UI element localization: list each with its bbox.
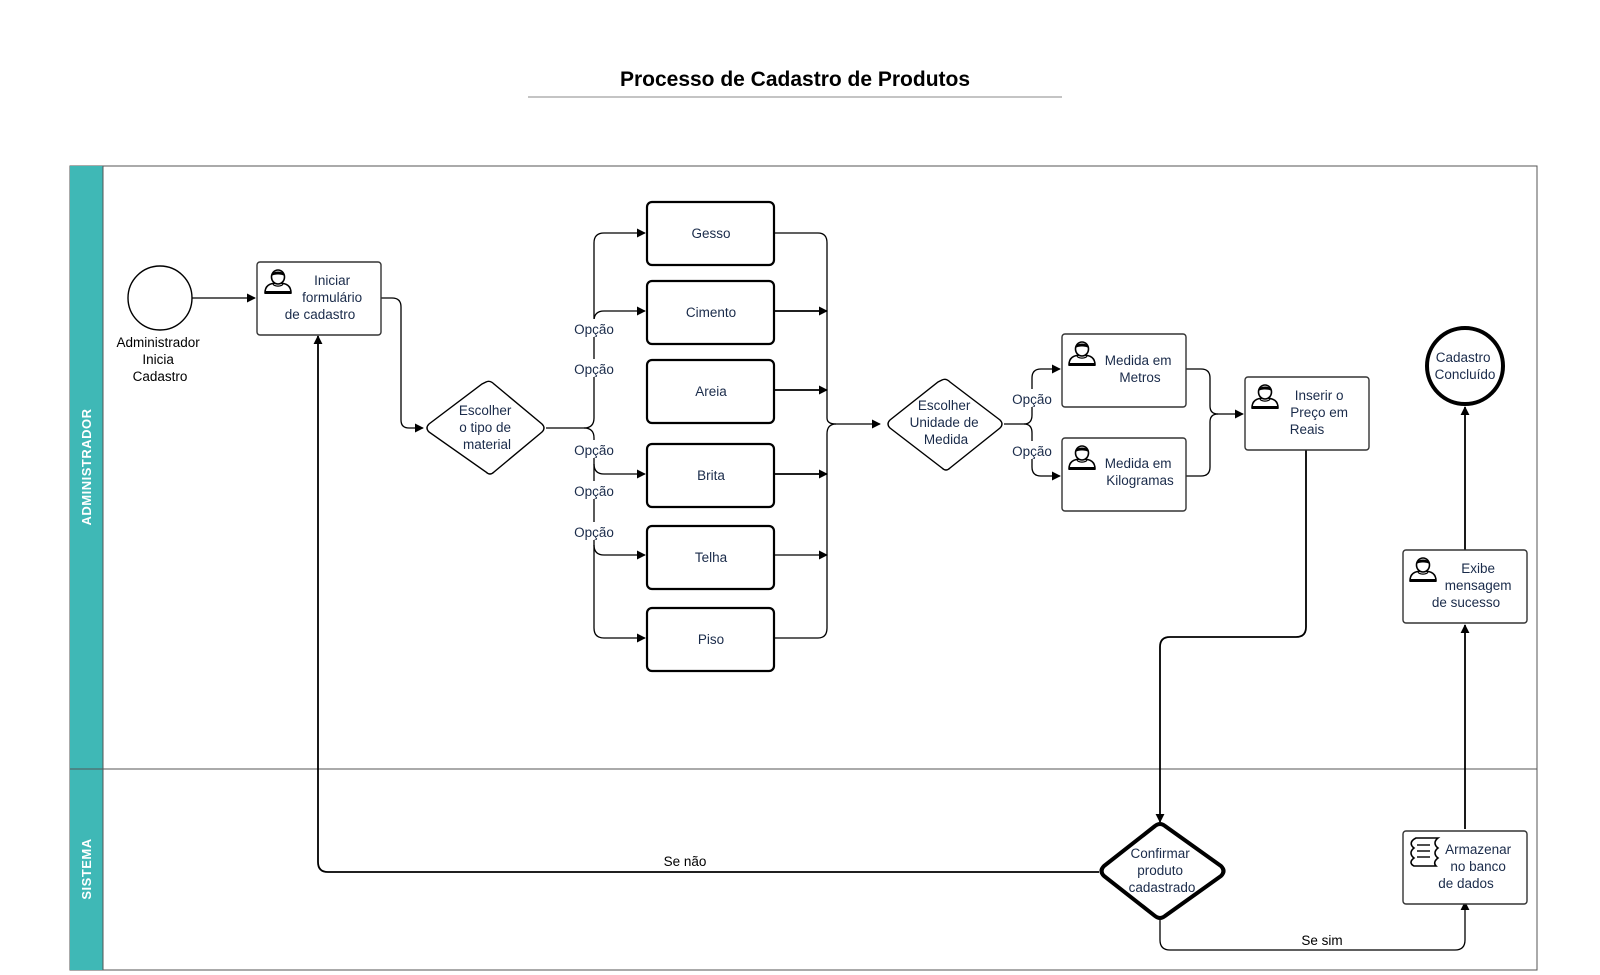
lane-label-administrador: ADMINISTRADOR: [79, 408, 94, 525]
task-label-line: de sucesso: [1432, 595, 1500, 610]
start-event: Administrador Inicia Cadastro: [116, 265, 203, 384]
task-label: Cimento: [686, 305, 736, 320]
task-areia[interactable]: Areia: [645, 358, 776, 425]
lane-header-administrador: [70, 166, 103, 769]
svg-text:Administrador Inicia: Administrador Inicia Cadastro: [116, 335, 203, 384]
gateway-label-line: Confirmar: [1130, 846, 1190, 861]
task-inserir-preco[interactable]: Inserir o Preço em Reais: [1244, 376, 1370, 451]
gateway-label-line: o tipo de: [459, 420, 511, 435]
task-cimento[interactable]: Cimento: [645, 279, 776, 346]
task-label-line: Preço em: [1290, 405, 1348, 420]
task-label-line: Reais: [1290, 422, 1325, 437]
end-event-cadastro-concluido: Cadastro Concluído: [1425, 326, 1505, 406]
task-exibe-mensagem[interactable]: Exibe mensagem de sucesso: [1402, 549, 1528, 624]
task-label-line: Exibe: [1461, 561, 1495, 576]
edge-label-se-sim: Se sim: [1301, 933, 1342, 948]
gateway-escolher-material[interactable]: Escolher o tipo de material: [426, 380, 545, 475]
start-label-line: Cadastro: [133, 369, 188, 384]
flows: [192, 228, 1470, 951]
edge-label-opcao: Opção: [574, 443, 614, 458]
task-label-line: formulário: [302, 290, 362, 305]
task-piso[interactable]: Piso: [645, 606, 776, 673]
svg-text:Escolher o tipo de: Escolher o tipo de material: [459, 403, 515, 452]
svg-text:Medida em Metros: Medida em Metros: [1105, 353, 1176, 385]
start-label-line: Administrador: [116, 335, 200, 350]
gateway-label-line: cadastrado: [1129, 880, 1196, 895]
task-label-line: Medida em: [1105, 456, 1172, 471]
svg-text:Medida em Kilogramas: Medida em Kilogramas: [1105, 456, 1176, 488]
edge-label-opcao: Opção: [1012, 392, 1052, 407]
edge-labels: Opção Opção Opção Opção Opção Opção Opçã…: [572, 319, 1343, 948]
task-medida-kilogramas[interactable]: Medida em Kilogramas: [1061, 437, 1187, 512]
task-label-line: Inserir o: [1295, 388, 1344, 403]
svg-text:Cadastro Concluído: Cadastro Concluído: [1435, 350, 1496, 382]
svg-text:Escolher Unidade de: Escolher Unidade de Medida: [910, 398, 983, 447]
edge-label-opcao: Opção: [574, 322, 614, 337]
task-label-line: de cadastro: [285, 307, 356, 322]
task-label-line: Iniciar: [314, 273, 351, 288]
task-label-line: mensagem: [1445, 578, 1512, 593]
gateway-label-line: Unidade de: [910, 415, 979, 430]
gateway-escolher-unidade[interactable]: Escolher Unidade de Medida: [887, 378, 1003, 471]
edge-label-opcao: Opção: [574, 362, 614, 377]
script-icon: [1410, 837, 1439, 867]
task-label: Areia: [695, 384, 727, 399]
task-brita[interactable]: Brita: [645, 442, 776, 509]
gateway-label-line: material: [463, 437, 511, 452]
task-telha[interactable]: Telha: [645, 524, 776, 591]
svg-text:Confirmar produto: Confirmar produto cadastrado: [1129, 846, 1196, 895]
svg-text:Iniciar formulário: Iniciar formulário de cadastro: [285, 273, 366, 322]
svg-text:Armazenar no banco: Armazenar no banco de dados: [1438, 842, 1515, 891]
task-medida-metros[interactable]: Medida em Metros: [1061, 333, 1187, 408]
task-label-line: no banco: [1450, 859, 1506, 874]
end-label-line: Concluído: [1435, 367, 1496, 382]
gateway-label-line: Escolher: [459, 403, 512, 418]
edge-label-opcao: Opção: [574, 525, 614, 540]
task-label: Gesso: [691, 226, 730, 241]
edge-label-opcao: Opção: [574, 484, 614, 499]
task-label-line: Medida em: [1105, 353, 1172, 368]
end-label-line: Cadastro: [1436, 350, 1491, 365]
gateway-confirmar-produto[interactable]: Confirmar produto cadastrado: [1099, 822, 1226, 920]
svg-text:Exibe mensagem de: Exibe mensagem de sucesso: [1432, 561, 1515, 610]
edge-label-opcao: Opção: [1012, 444, 1052, 459]
svg-text:Inserir o Preço em: Inserir o Preço em Reais: [1290, 388, 1352, 437]
task-label-line: de dados: [1438, 876, 1494, 891]
gateway-label-line: produto: [1137, 863, 1183, 878]
lane-label-sistema: SISTEMA: [79, 838, 94, 899]
diagram-title: Processo de Cadastro de Produtos: [620, 68, 970, 91]
lane-header-sistema: [70, 769, 103, 970]
task-label: Telha: [695, 550, 728, 565]
task-iniciar-formulario[interactable]: Iniciar formulário de cadastro: [256, 261, 382, 336]
task-label-line: Metros: [1119, 370, 1161, 385]
task-label: Piso: [698, 632, 724, 647]
task-armazenar-banco[interactable]: Armazenar no banco de dados: [1402, 830, 1528, 905]
gateway-label-line: Escolher: [918, 398, 971, 413]
task-gesso[interactable]: Gesso: [645, 200, 776, 267]
task-label-line: Armazenar: [1445, 842, 1512, 857]
edge-label-se-nao: Se não: [664, 854, 707, 869]
task-label-line: Kilogramas: [1106, 473, 1174, 488]
gateway-label-line: Medida: [924, 432, 969, 447]
task-label: Brita: [697, 468, 725, 483]
start-label-line: Inicia: [142, 352, 174, 367]
